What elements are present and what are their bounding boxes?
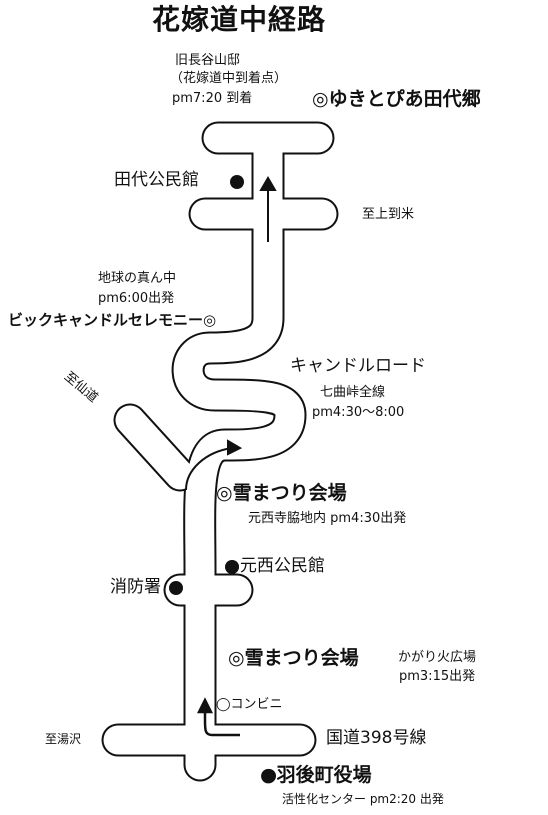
label-candle-time: pm4:30〜8:00	[312, 405, 405, 420]
label-yukimatsuri-1: ◎雪まつり会場	[216, 482, 347, 504]
label-old-hasegawa: 旧長谷山邸	[175, 53, 241, 68]
arrow-north	[259, 176, 277, 242]
label-pm315: pm3:15出発	[399, 669, 476, 684]
arrow-curve	[185, 439, 243, 491]
label-ugo-office: ●羽後町役場	[260, 764, 372, 786]
label-tashiro-hall: 田代公民館	[114, 170, 199, 190]
label-arrive-time: pm7:20 到着	[172, 91, 253, 106]
label-pm6: pm6:00出発	[98, 291, 175, 306]
label-fire-station: 消防署	[110, 577, 161, 597]
label-yukimatsuri-2: ◎雪まつり会場	[228, 647, 359, 669]
label-kagaribi: かがり火広場	[398, 650, 477, 665]
arrow-start	[196, 697, 240, 737]
label-kasseika: 活性化センター pm2:20 出発	[282, 792, 444, 806]
marker-fire-station	[169, 581, 183, 595]
marker-motonishi	[225, 560, 239, 574]
label-to-kamitome: 至上到米	[362, 207, 415, 222]
label-conbini: ◯コンビニ	[216, 697, 283, 712]
label-motonishi-temple: 元西寺脇地内 pm4:30出発	[248, 511, 407, 526]
label-earth-center: 地球の真ん中	[98, 271, 177, 286]
label-motonishi-hall: ●元西公民館	[225, 556, 325, 576]
road-inner	[103, 123, 337, 780]
page-title: 花嫁道中経路	[152, 3, 327, 36]
label-nanamagari: 七曲峠全線	[320, 385, 386, 400]
label-hanayome-arrive: （花嫁道中到着点）	[170, 71, 288, 86]
marker-ugo-office	[262, 769, 276, 783]
label-big-candle: ビックキャンドルセレモニー◎	[8, 311, 217, 329]
label-candle-road: キャンドルロード	[290, 356, 426, 376]
label-to-yuzawa: 至湯沢	[45, 732, 82, 746]
label-yukitopia: ◎ゆきとぴあ田代郷	[312, 88, 481, 110]
marker-tashiro-hall	[230, 175, 244, 189]
label-route398: 国道398号線	[326, 728, 427, 748]
